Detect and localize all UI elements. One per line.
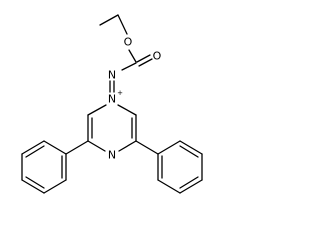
atom-label-n-ring-plus: N bbox=[108, 93, 116, 106]
bond-c3-phenyl-left bbox=[65, 140, 89, 155]
bond-ccarbonyl-ocarbonyl-1 bbox=[136, 54, 151, 63]
ring-bond-n1-c6 bbox=[117, 104, 137, 116]
left-phenyl-inner-1 bbox=[25, 145, 45, 158]
atom-label-o-carbonyl: O bbox=[153, 50, 162, 63]
atom-label-o-ether: O bbox=[124, 36, 133, 49]
bond-ccarbonyl-ocarbonyl-2 bbox=[138, 58, 153, 67]
left-phenyl-bond-2 bbox=[21, 140, 45, 155]
right-phenyl-inner-1 bbox=[179, 145, 199, 158]
left-phenyl-bond-4 bbox=[21, 179, 45, 194]
ethyl-group bbox=[99, 14, 128, 35]
bond-c5-phenyl-right bbox=[135, 140, 159, 155]
right-phenyl-ring bbox=[135, 140, 203, 194]
carbamate-group bbox=[121, 49, 153, 71]
ring-bond-n1-c2 bbox=[87, 104, 107, 116]
bond-ccarbonyl-nexo bbox=[121, 62, 137, 71]
charge-plus-sign: + bbox=[117, 89, 123, 97]
right-phenyl-inner-2 bbox=[179, 176, 199, 189]
n-n-double-bond bbox=[109, 80, 115, 93]
bond-ch2-oether bbox=[117, 14, 128, 35]
atom-label-n-ring: N bbox=[108, 149, 116, 162]
right-phenyl-bond-4 bbox=[179, 179, 203, 194]
ring-bond-c3-n4 bbox=[87, 140, 106, 152]
right-phenyl-bond-5 bbox=[157, 179, 181, 194]
left-phenyl-bond-5 bbox=[43, 179, 67, 194]
right-phenyl-bond-2 bbox=[179, 140, 203, 155]
ring-bond-c5-n4 bbox=[118, 140, 137, 152]
left-phenyl-bond-1 bbox=[43, 140, 67, 155]
bond-oether-ccarbonyl bbox=[128, 49, 137, 63]
structure-diagram: O O N N + N bbox=[21, 14, 203, 194]
pyrazine-ring bbox=[87, 104, 137, 152]
atom-labels: O O N N + N bbox=[108, 36, 162, 162]
atom-label-n-exo: N bbox=[108, 69, 116, 82]
bond-ch3-ch2 bbox=[99, 14, 119, 26]
left-phenyl-ring bbox=[21, 140, 89, 194]
right-phenyl-bond-1 bbox=[157, 140, 181, 155]
left-phenyl-inner-2 bbox=[25, 176, 45, 189]
